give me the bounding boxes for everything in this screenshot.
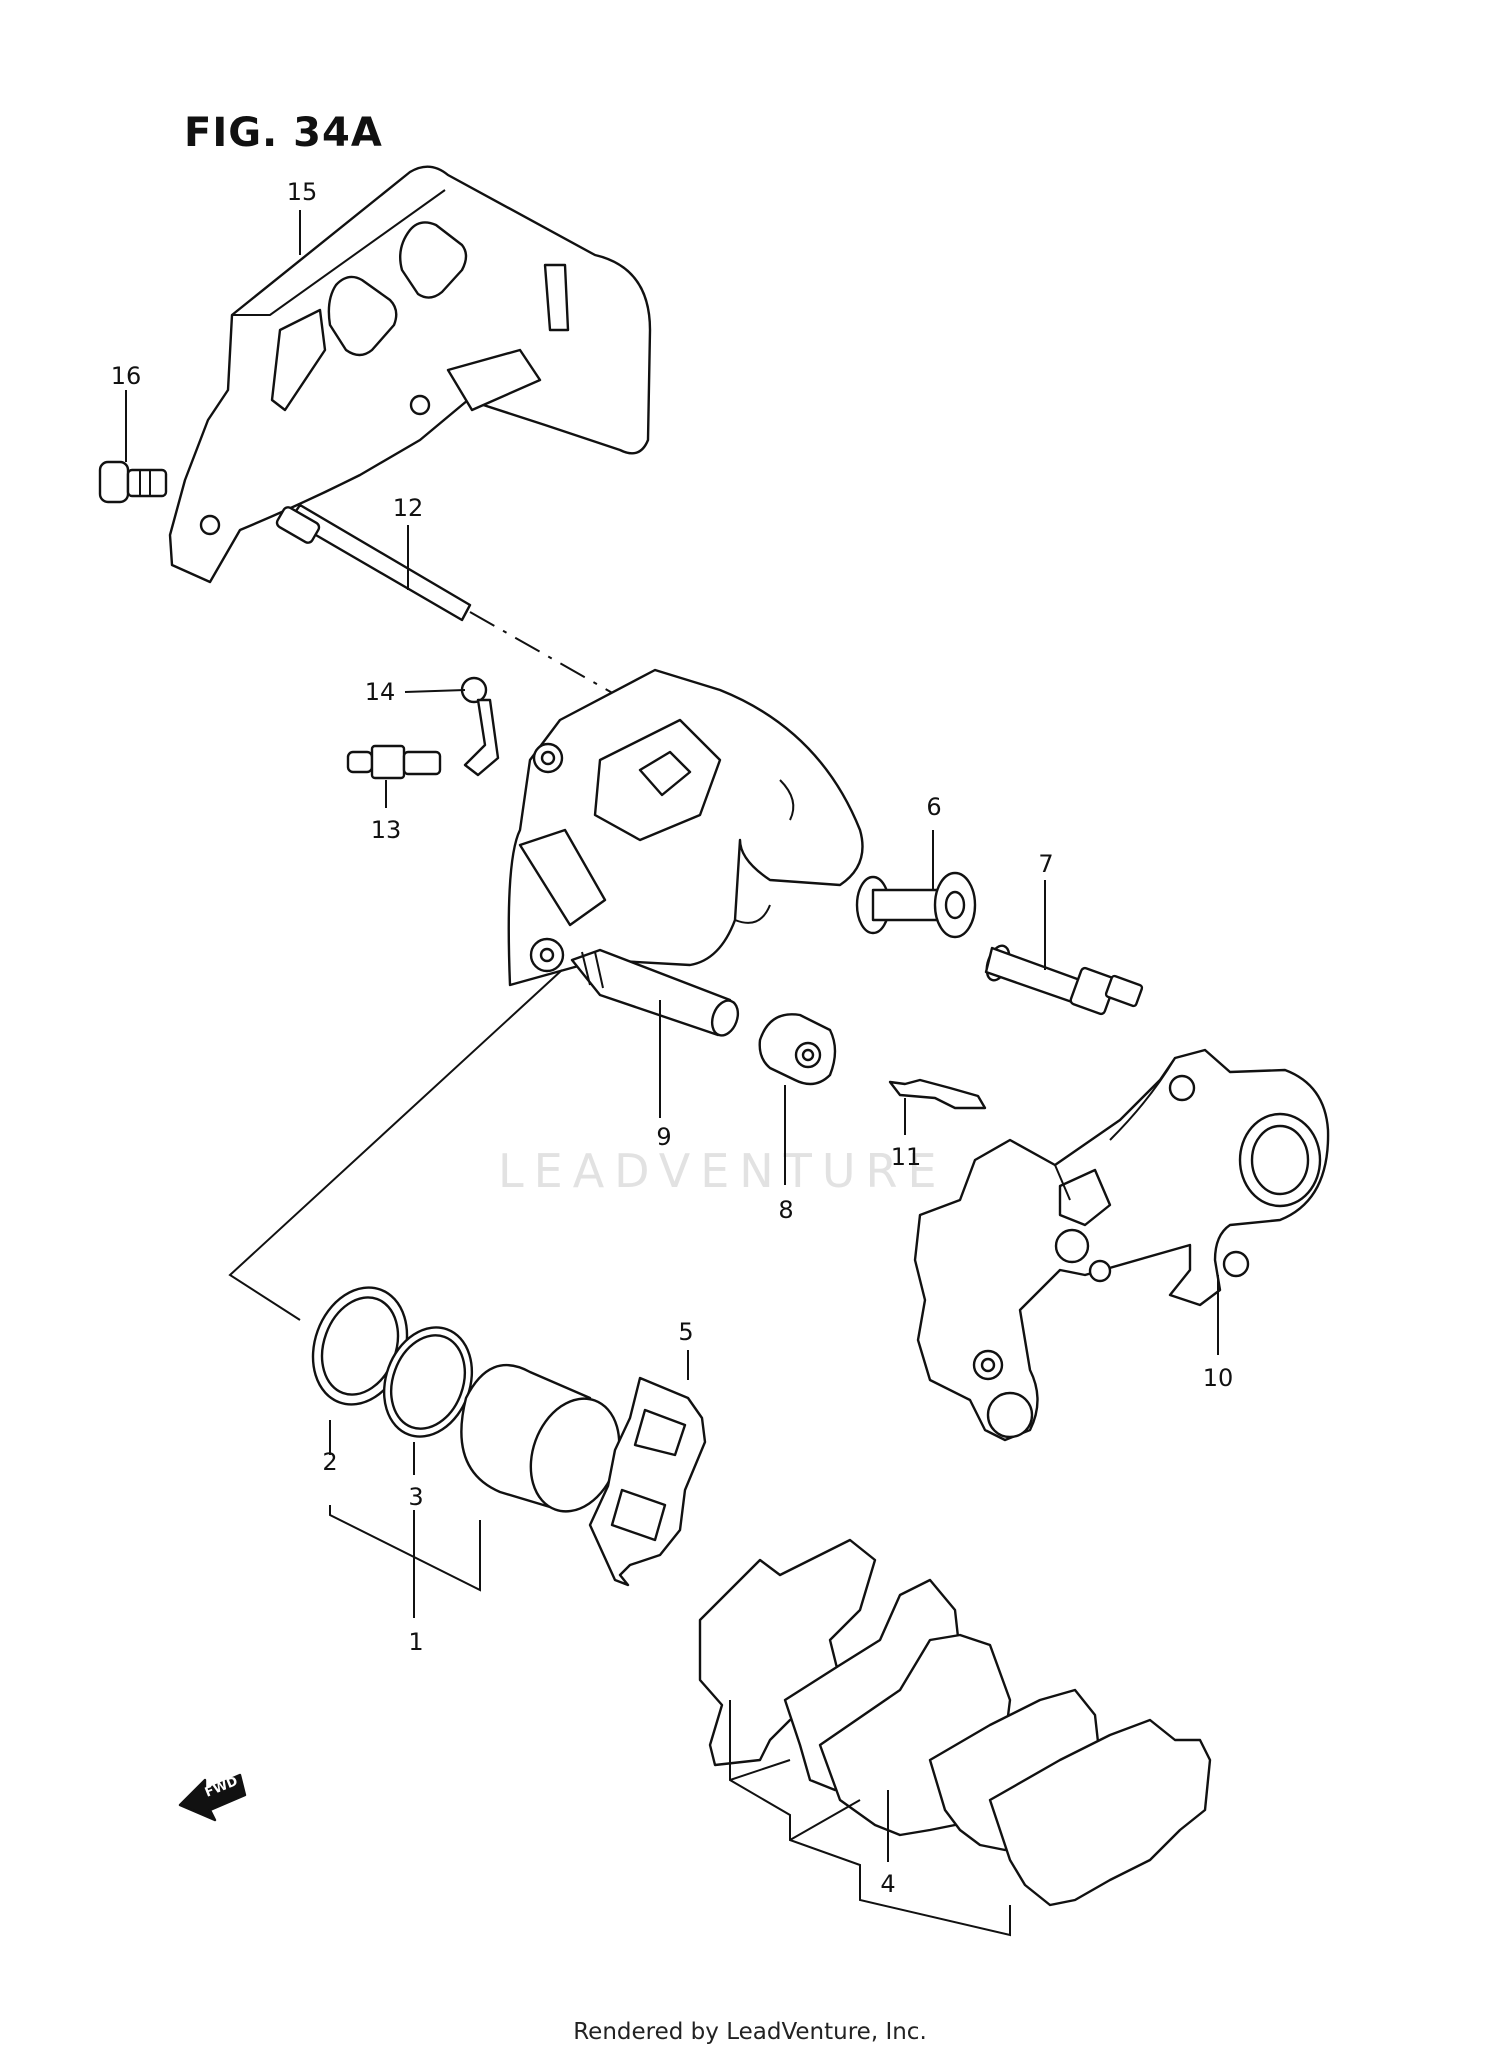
callout-16[interactable]: 16 bbox=[111, 362, 142, 390]
part-14-cap[interactable] bbox=[460, 676, 500, 777]
callout-6[interactable]: 6 bbox=[926, 793, 941, 821]
callout-3[interactable]: 3 bbox=[408, 1483, 423, 1511]
callout-5[interactable]: 5 bbox=[678, 1318, 693, 1346]
part-11-spring[interactable] bbox=[888, 1078, 987, 1110]
callout-labels: 15 16 12 14 13 6 7 9 8 11 10 5 2 3 1 4 bbox=[111, 178, 1234, 1898]
figure-title: FIG. 34A bbox=[184, 110, 383, 156]
part-7-bolt[interactable] bbox=[982, 943, 1144, 1016]
part-8-boot[interactable] bbox=[758, 1013, 837, 1086]
part-6-bushing[interactable] bbox=[855, 871, 977, 939]
callout-9[interactable]: 9 bbox=[656, 1123, 671, 1151]
callout-11[interactable]: 11 bbox=[891, 1143, 922, 1171]
part-2-seal[interactable] bbox=[297, 1274, 423, 1418]
part-16-bolt[interactable] bbox=[98, 460, 168, 504]
callout-13[interactable]: 13 bbox=[371, 816, 402, 844]
part-13-bleeder[interactable] bbox=[346, 744, 442, 780]
piston[interactable] bbox=[460, 1363, 634, 1524]
callout-14[interactable]: 14 bbox=[365, 678, 396, 706]
footer-credit: Rendered by LeadVenture, Inc. bbox=[573, 2019, 927, 2045]
callout-15[interactable]: 15 bbox=[287, 178, 318, 206]
part-4-brake-pads[interactable] bbox=[698, 1538, 1212, 1937]
part-9-slide-pin[interactable] bbox=[570, 948, 742, 1039]
part-12-pin[interactable] bbox=[275, 503, 472, 622]
part-3-seal[interactable] bbox=[369, 1315, 486, 1449]
part-10-bracket[interactable] bbox=[913, 1048, 1330, 1442]
watermark-text: LEADVENTURE bbox=[498, 1144, 947, 1198]
part-15-caliper-guard[interactable] bbox=[168, 165, 652, 584]
callout-8[interactable]: 8 bbox=[778, 1196, 793, 1224]
callout-4[interactable]: 4 bbox=[880, 1870, 895, 1898]
callout-2[interactable]: 2 bbox=[322, 1448, 337, 1476]
callout-7[interactable]: 7 bbox=[1038, 850, 1053, 878]
caliper-body[interactable] bbox=[507, 668, 864, 987]
callout-12[interactable]: 12 bbox=[393, 494, 424, 522]
fwd-arrow-icon: FWD bbox=[178, 1773, 247, 1822]
part-5-shim[interactable] bbox=[588, 1376, 707, 1587]
leader-lines bbox=[125, 210, 1219, 1862]
callout-10[interactable]: 10 bbox=[1203, 1364, 1234, 1392]
callout-1[interactable]: 1 bbox=[408, 1628, 423, 1656]
